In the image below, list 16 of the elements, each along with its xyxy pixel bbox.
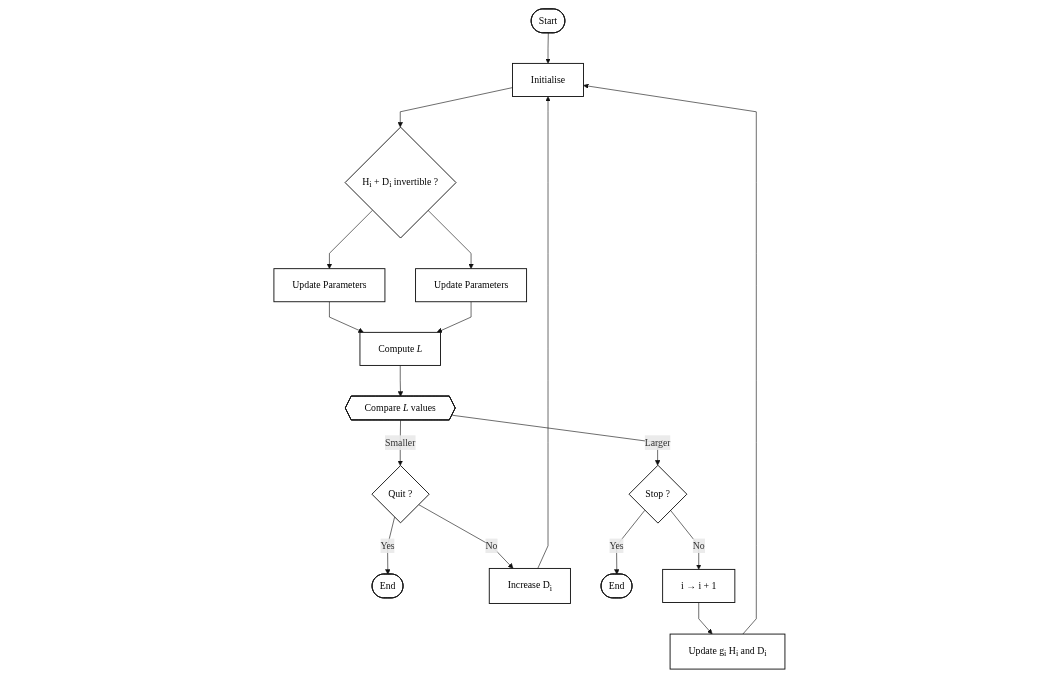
node-box: i → i + 1	[661, 568, 735, 603]
edge-label: No	[484, 540, 497, 551]
edge-label: Larger	[644, 437, 671, 448]
edge-label: No	[692, 540, 705, 551]
edge-label: Smaller	[384, 437, 416, 448]
node-diamond: Stop ?	[628, 464, 687, 524]
node-box: Initialise	[511, 62, 584, 97]
node-box: Update Parameters	[414, 268, 527, 303]
edge-label: Yes	[608, 540, 624, 551]
node-box: Compute L	[359, 331, 441, 366]
node-box: Increase D$_{i}$	[488, 567, 571, 604]
node-box: Update Parameters	[273, 268, 385, 303]
node-box: Update g$_{i}$ H$_{i}$ and D$_{i}$	[669, 633, 785, 670]
node-diamond: Quit ?	[371, 465, 430, 524]
node-diamond: H$_{i}$ + D$_{i}$ invertible ?	[344, 126, 457, 239]
edge-label: Yes	[380, 540, 395, 551]
